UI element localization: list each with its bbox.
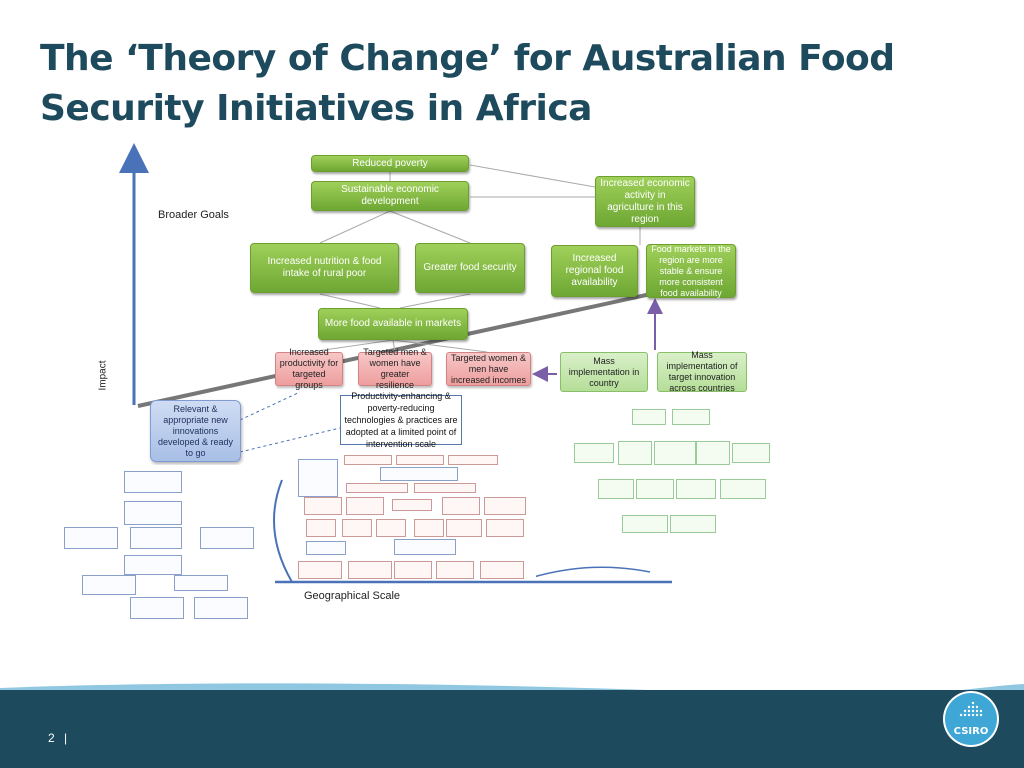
increased-activity-box: Increased economic activity in agricultu… [595,176,695,227]
productivity-box: Increased productivity for targeted grou… [275,347,343,390]
dashed-arrow-2 [239,427,341,453]
nutrition-box: Increased nutrition & food intake of rur… [250,243,399,293]
innovations-box: Relevant & appropriate new innovations d… [150,400,241,462]
broader-goals-label: Broader Goals [158,209,229,221]
page-number-value: 2 [48,731,55,745]
dashed-arrow-1 [239,391,301,421]
left-thumbnail-diagram [62,465,258,620]
right-thumbnail-diagram [570,405,770,543]
sustainable-development-box: Sustainable economic development [311,181,469,211]
geographical-scale-label: Geographical Scale [304,590,401,602]
csiro-logo: CSIRO [945,693,997,745]
more-food-box: More food available in markets [318,308,468,340]
incomes-box: Targeted women & men have increased inco… [446,352,531,386]
mass-across-countries-box: Mass implementation of target innovation… [657,350,747,393]
scale-arc-right [529,566,651,579]
resilience-box: Targeted men & women have greater resili… [358,347,432,390]
diagonal-line [137,290,661,408]
food-security-box: Greater food security [415,243,525,293]
page-number: 2 | [48,731,67,745]
impact-label: Impact [97,360,109,391]
logo-dots-icon [959,701,983,717]
adopted-box: Productivity-enhancing & poverty-reducin… [340,391,462,449]
scale-arc-left [273,479,293,583]
center-thumbnail-diagram [296,455,536,580]
regional-availability-box: Increased regional food availability [551,245,638,297]
food-markets-box: Food markets in the region are more stab… [646,244,736,298]
logo-text: CSIRO [953,726,989,737]
footer-bar [0,690,1024,768]
reduced-poverty-box: Reduced poverty [311,155,469,172]
slide-title: The ‘Theory of Change’ for Australian Fo… [40,38,895,129]
mass-in-country-box: Mass implementation in country [560,352,648,392]
page-separator: | [64,731,68,745]
